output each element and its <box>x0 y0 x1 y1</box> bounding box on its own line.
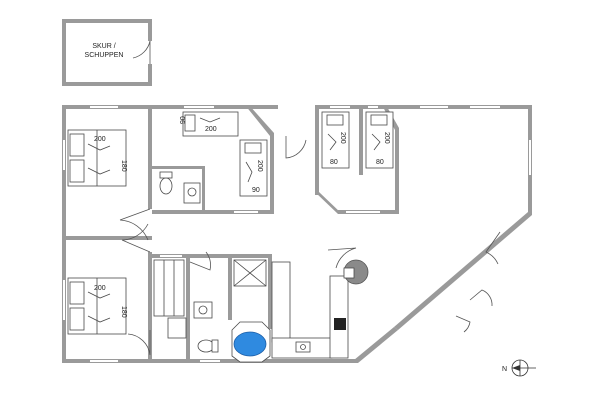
bed-b-length: 200 <box>383 132 390 144</box>
compass-label: N <box>502 366 507 373</box>
sauna-heater <box>167 317 187 339</box>
toilet-icon <box>159 177 173 195</box>
bed-a-length: 200 <box>339 132 346 144</box>
sink-icon <box>193 301 213 319</box>
pillow-icon <box>244 142 262 154</box>
stove-icon <box>334 318 346 330</box>
bedroom-2: 200 180 <box>67 277 127 335</box>
pillow-icon <box>370 114 388 126</box>
bed-1-length: 200 <box>94 136 106 143</box>
shed-label-2: SCHUPPEN <box>85 52 124 59</box>
house-walls <box>62 105 532 363</box>
bed-top-length: 200 <box>205 126 217 133</box>
pillow-icon <box>69 281 85 305</box>
pillow-icon <box>69 159 85 183</box>
kitchen-counter-left <box>271 261 291 343</box>
bed-side-width: 90 <box>252 187 260 194</box>
compass: N <box>502 359 536 377</box>
kitchen-counter-right <box>329 275 349 359</box>
bed-b-width: 80 <box>376 159 384 166</box>
pillow-icon <box>69 307 85 331</box>
pillow-icon <box>184 114 196 132</box>
pillow-icon <box>69 133 85 157</box>
bath-area <box>153 259 271 363</box>
doors <box>119 136 501 356</box>
kitchen-sink-icon <box>295 341 311 353</box>
sink-icon <box>183 182 201 204</box>
bed-2-length: 200 <box>94 285 106 292</box>
bed-2-width: 180 <box>120 306 127 318</box>
shed-door-swing <box>132 40 151 59</box>
bedroom-4: 200 80 200 80 <box>321 111 394 169</box>
bedroom-3: 90 200 200 90 <box>159 111 268 204</box>
shed-label-1: SKUR / <box>92 43 115 50</box>
kitchen <box>271 259 369 359</box>
bed-1-width: 180 <box>120 160 127 172</box>
windows <box>63 106 531 362</box>
bedroom-1: 200 180 <box>67 129 127 187</box>
bed-top-width: 90 <box>180 116 187 124</box>
pillow-icon <box>326 114 344 126</box>
bed-a-width: 80 <box>330 159 338 166</box>
bed-side-length: 200 <box>256 160 263 172</box>
sauna-bench <box>153 259 185 317</box>
shed: SKUR / SCHUPPEN <box>62 19 152 86</box>
